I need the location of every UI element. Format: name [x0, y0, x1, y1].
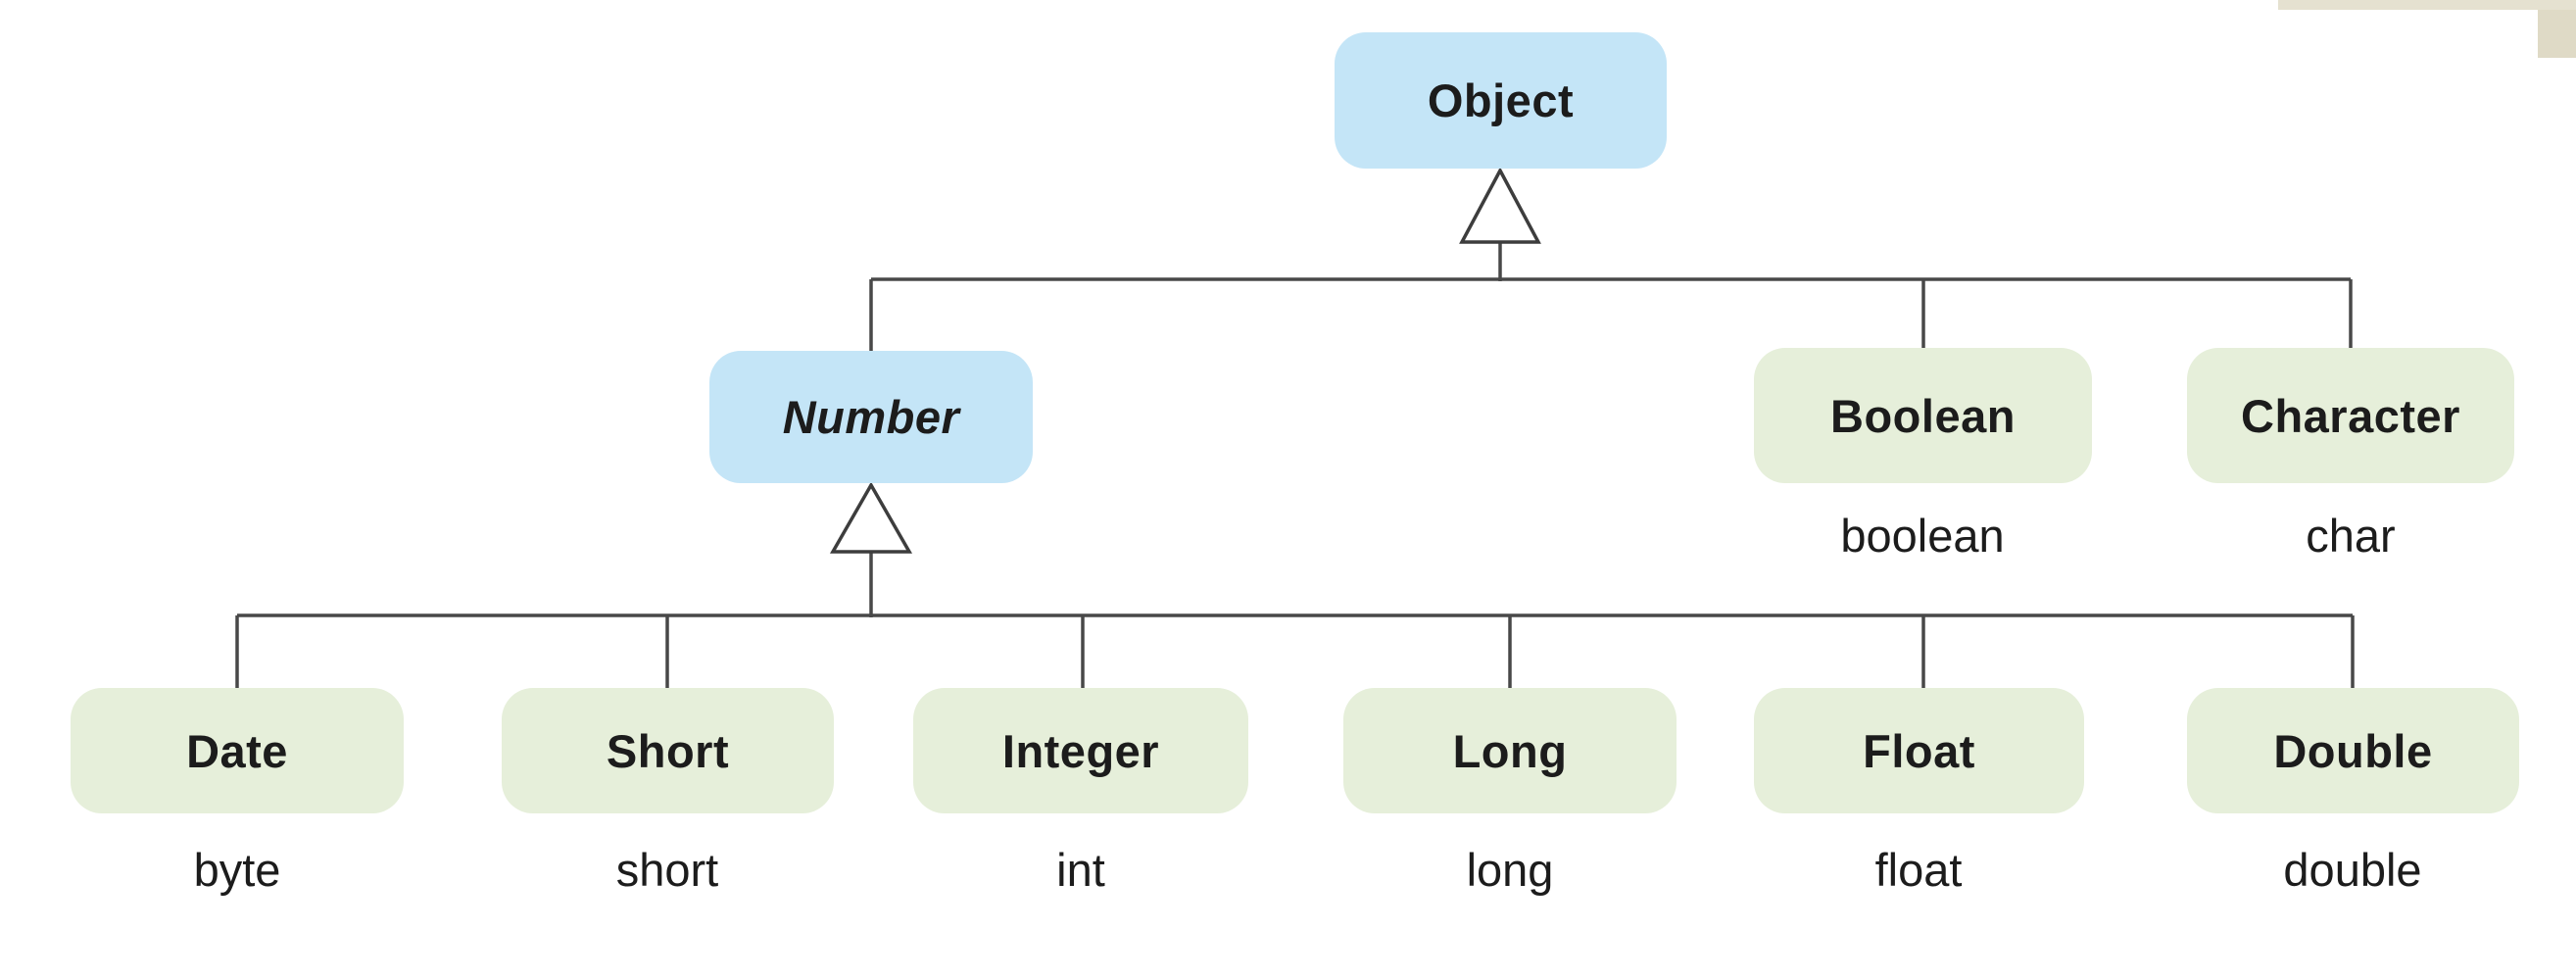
- primitive-label-double: double: [2283, 844, 2422, 896]
- class-node-date: Date: [71, 688, 404, 813]
- class-node-long: Long: [1343, 688, 1677, 813]
- page-edge-strip: [2278, 0, 2576, 10]
- class-node-float: Float: [1754, 688, 2084, 813]
- primitive-label-short: short: [615, 844, 719, 896]
- class-node-boolean: Boolean: [1754, 348, 2092, 483]
- primitive-label-boolean: boolean: [1840, 510, 2005, 562]
- primitive-label-float: float: [1874, 844, 1963, 896]
- primitive-label-long: long: [1466, 844, 1554, 896]
- class-node-short: Short: [502, 688, 834, 813]
- class-node-integer: Integer: [913, 688, 1248, 813]
- page-corner-block: [2538, 10, 2576, 58]
- class-node-double: Double: [2187, 688, 2519, 813]
- inheritance-triangle-icon: [829, 481, 913, 554]
- primitive-label-byte: byte: [193, 844, 281, 896]
- primitive-label-int: int: [1056, 844, 1105, 896]
- inheritance-triangle-icon: [1459, 167, 1541, 244]
- class-node-object: Object: [1335, 32, 1667, 169]
- primitive-label-char: char: [2306, 510, 2396, 562]
- class-node-number: Number: [709, 351, 1033, 483]
- class-node-character: Character: [2187, 348, 2514, 483]
